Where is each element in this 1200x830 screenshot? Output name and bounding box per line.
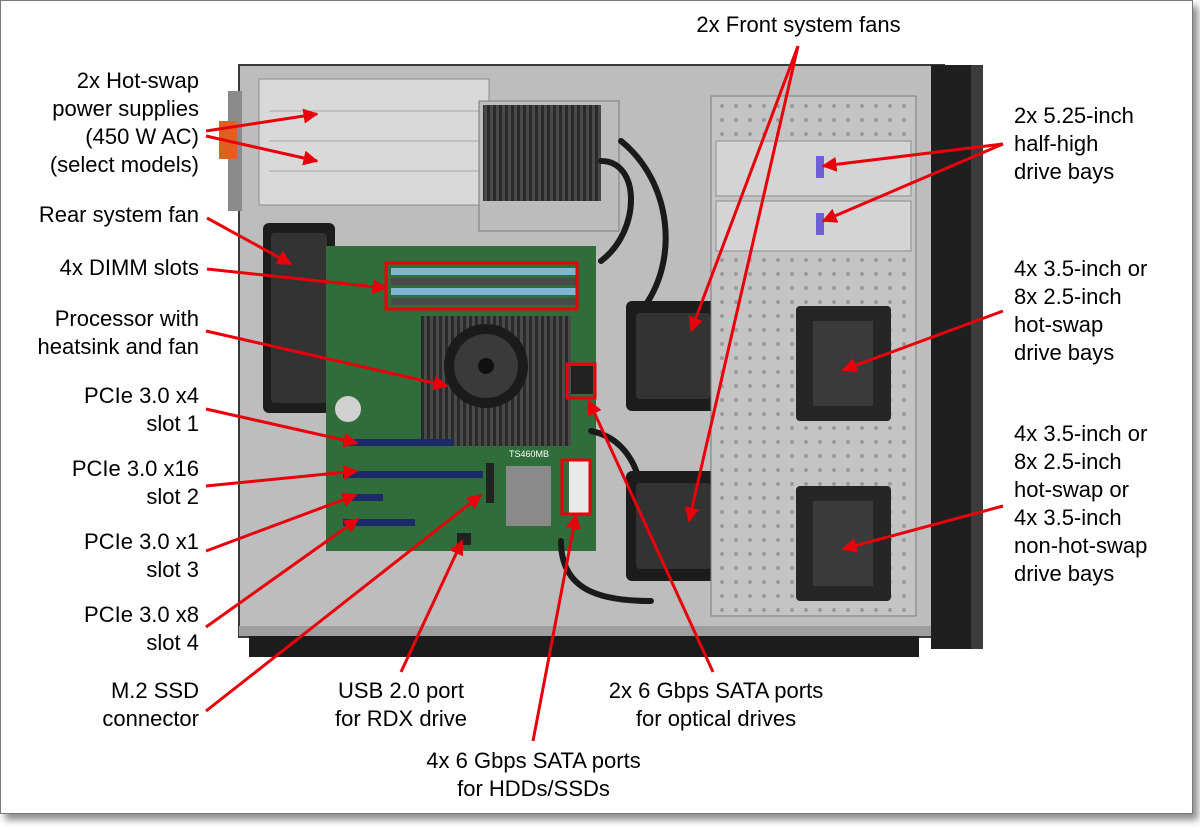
motherboard: [326, 246, 596, 551]
arrow-psu-lower: [205, 134, 319, 166]
arrow-m2: [205, 493, 483, 713]
front-fans: [626, 301, 721, 581]
arrow-pcie4: [205, 517, 360, 629]
optical-sata-highlight-box: [565, 362, 597, 400]
arrow-processor: [205, 329, 449, 391]
label-dimm: 4x DIMM slots: [59, 255, 199, 280]
power-supply-bay: [219, 78, 620, 232]
arrow-psu-upper: [205, 108, 319, 133]
arrow-usb: [399, 539, 464, 673]
board-marking: TS460MB: [509, 449, 550, 459]
arrow-525-lower: [821, 142, 1004, 223]
arrow-dimm: [206, 267, 388, 295]
arrow-rear-fan: [206, 216, 293, 266]
arrow-bay-lower: [841, 504, 1004, 553]
arrow-pcie3: [205, 492, 358, 553]
rear-system-fan: [263, 223, 335, 413]
server-illustration: [205, 45, 1004, 742]
arrow-front-fan-lower: [684, 45, 800, 523]
arrow-pcie2: [205, 464, 359, 488]
arrow-front-fan-upper: [688, 45, 800, 333]
label-rear-fan: Rear system fan: [38, 202, 199, 227]
arrow-sata4: [531, 513, 581, 742]
arrow-sata2: [587, 399, 715, 673]
arrow-bay-upper: [841, 309, 1004, 373]
callout-arrows: [205, 45, 1004, 742]
arrow-pcie1: [205, 407, 359, 448]
label-front-fans: 2x Front system fans: [696, 12, 901, 37]
dimm-slots: [391, 268, 576, 305]
arrow-525-upper: [821, 142, 1004, 172]
